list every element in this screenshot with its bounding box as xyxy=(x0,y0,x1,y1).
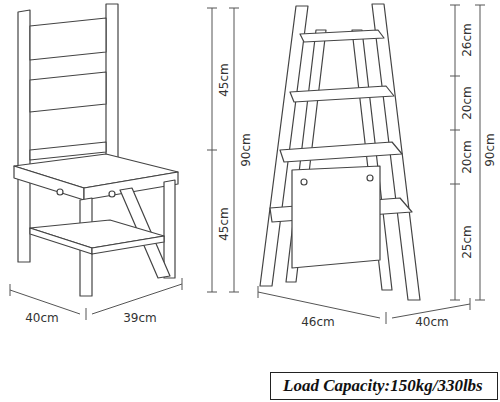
dimension-label: 40cm xyxy=(23,311,61,325)
ladder-drawing xyxy=(260,4,420,300)
dimension-label: 45cm xyxy=(217,61,231,99)
chair-drawing xyxy=(14,4,178,296)
capacity-text: Load Capacity:150kg/330lbs xyxy=(283,376,485,396)
dimension-label: 25cm xyxy=(460,223,474,261)
dimension-label: 90cm xyxy=(483,131,497,169)
chair-dimension-lines xyxy=(10,8,239,320)
ladder-dimension-lines xyxy=(258,5,485,324)
dimension-label: 39cm xyxy=(121,311,159,325)
dimension-label: 20cm xyxy=(460,138,474,176)
dimension-label: 40cm xyxy=(413,315,451,329)
dimension-label: 26cm xyxy=(460,21,474,59)
dimension-label: 20cm xyxy=(460,84,474,122)
capacity-box: Load Capacity:150kg/330lbs xyxy=(270,372,498,400)
dimension-label: 45cm xyxy=(217,205,231,243)
dimension-label: 90cm xyxy=(239,131,253,169)
dimension-label: 46cm xyxy=(299,315,337,329)
